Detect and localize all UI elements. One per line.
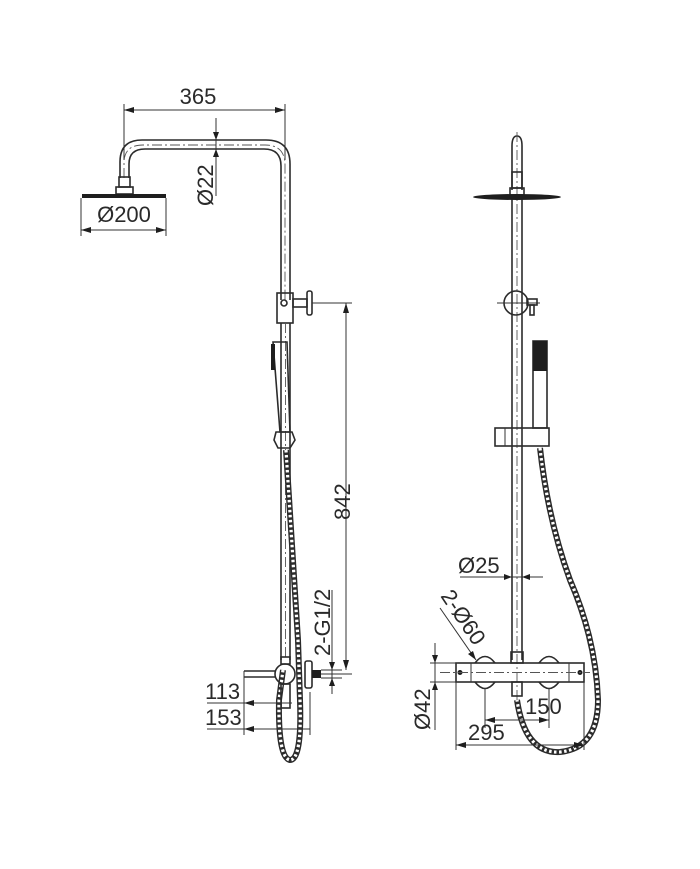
diverter [276, 290, 313, 324]
front-view: Ø25 2-Ø60 [410, 132, 602, 756]
shower-head-side [82, 176, 166, 198]
label-365: 365 [180, 84, 217, 109]
dimension-center-distance: 150 [484, 688, 562, 728]
label-150: 150 [525, 694, 562, 719]
label-295: 295 [468, 720, 505, 745]
dimension-pipe-diameter: Ø22 [193, 118, 219, 206]
label-o22: Ø22 [193, 164, 218, 206]
hand-shower-side [271, 341, 296, 449]
label-842: 842 [330, 483, 355, 520]
label-o200: Ø200 [97, 202, 151, 227]
label-2-o60: 2-Ø60 [436, 585, 491, 650]
dimension-body-diameter: Ø42 [410, 643, 458, 730]
dimension-inlet: 2-G1/2 [310, 589, 342, 694]
label-113: 113 [205, 679, 240, 704]
dimension-riser-diameter: Ø25 [458, 553, 543, 580]
mixer-body-side [244, 656, 352, 709]
shower-head-front [473, 171, 561, 200]
dimension-offsets: 113 153 [205, 671, 311, 735]
hose-front [514, 447, 602, 756]
dimension-arm-reach: 365 [123, 84, 286, 160]
side-view: 365 Ø22 Ø200 [80, 84, 355, 764]
label-o25: Ø25 [458, 553, 500, 578]
hand-shower-front [494, 340, 550, 447]
dimension-head-diameter: Ø200 [80, 198, 167, 236]
label-o42: Ø42 [410, 688, 435, 730]
dimension-escutcheon: 2-Ø60 [436, 585, 491, 661]
mixer-body-front [440, 651, 590, 697]
riser-front [511, 132, 523, 700]
label-153: 153 [205, 705, 242, 730]
hose-side [275, 449, 304, 764]
overhead-arm [119, 139, 291, 300]
diverter-front [497, 290, 540, 316]
dimension-height: 842 [312, 302, 355, 670]
label-2-g12: 2-G1/2 [310, 589, 335, 656]
dimension-body-width: 295 [455, 682, 585, 750]
